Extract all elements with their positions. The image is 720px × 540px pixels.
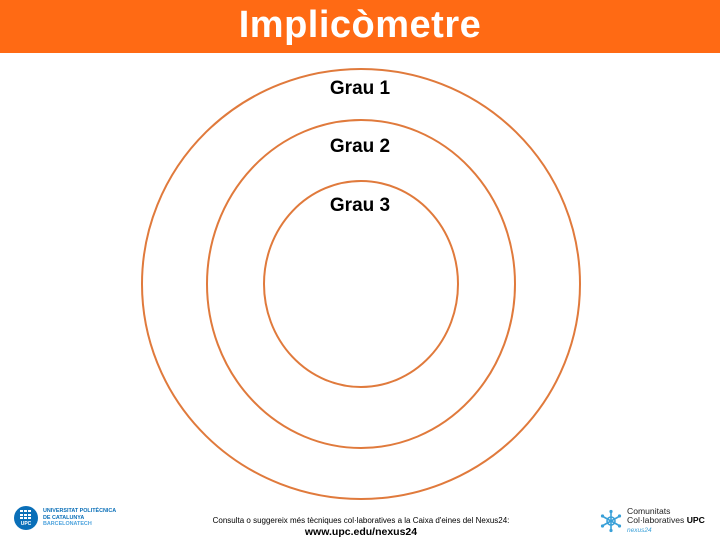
- comunitats-logo-text: Comunitats Col·laboratives UPC nexus24: [627, 506, 705, 534]
- upc-emblem-icon: UPC: [14, 506, 38, 530]
- upc-logo: UPC UNIVERSITAT POLITÈCNICA DE CATALUNYA…: [14, 506, 116, 530]
- label-grau-2: Grau 2: [329, 136, 391, 157]
- footer-note: Consulta o suggereix més tècniques col·l…: [212, 516, 510, 525]
- label-grau-1: Grau 1: [329, 78, 391, 99]
- ring-grau-3: [263, 180, 459, 388]
- ring-grau-1: [141, 68, 581, 500]
- comunitats-logo: Comunitats Col·laboratives UPC nexus24: [599, 506, 705, 535]
- page-title: Implicòmetre: [238, 4, 482, 46]
- upc-logo-text: UNIVERSITAT POLITÈCNICA DE CATALUNYA BAR…: [43, 508, 117, 528]
- label-grau-3: Grau 3: [329, 195, 391, 216]
- ring-grau-2: [206, 119, 516, 449]
- footer-url-link[interactable]: www.upc.edu/nexus24: [304, 526, 418, 538]
- title-bar: Implicòmetre: [0, 0, 720, 53]
- snowflake-network-icon: [600, 510, 622, 533]
